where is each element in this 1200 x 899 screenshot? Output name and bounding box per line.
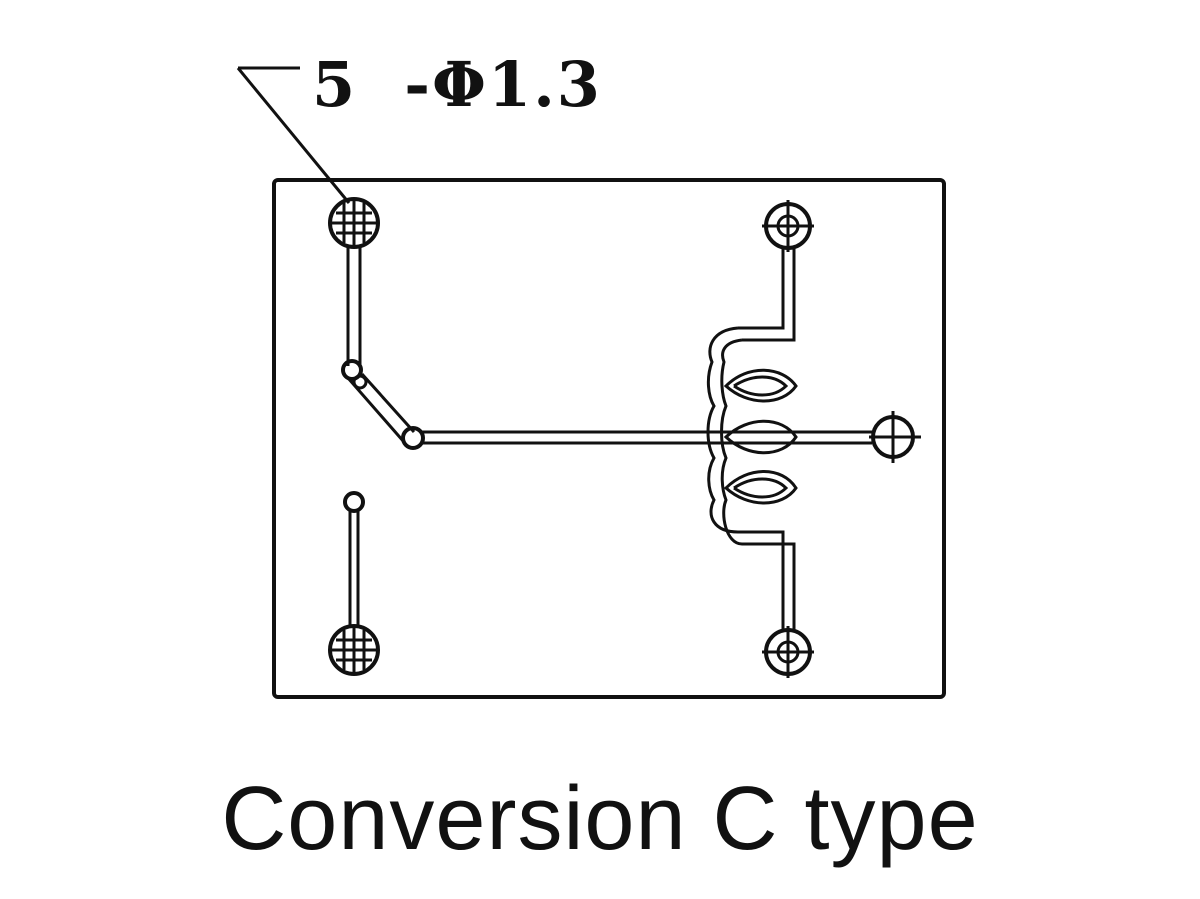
hole-spec-label: 5 -Φ1.3 bbox=[312, 48, 602, 121]
coil-lead-top bbox=[738, 248, 796, 342]
switch-arm bbox=[346, 372, 425, 450]
diagram-caption: Conversion C type bbox=[221, 769, 979, 869]
switch-common-trace bbox=[341, 247, 368, 390]
board-outline bbox=[272, 178, 946, 699]
pin-normally-closed bbox=[328, 624, 380, 676]
pin-common bbox=[328, 197, 380, 249]
pin-coil-top bbox=[762, 200, 814, 252]
pin-coil-bottom bbox=[762, 626, 814, 678]
coil-winding bbox=[706, 326, 798, 546]
pin-normally-open bbox=[869, 411, 921, 463]
switch-nc-contact bbox=[343, 491, 365, 627]
callout-leader bbox=[236, 66, 351, 204]
coil-lead-bottom bbox=[738, 530, 796, 630]
switch-no-trace bbox=[422, 430, 872, 445]
